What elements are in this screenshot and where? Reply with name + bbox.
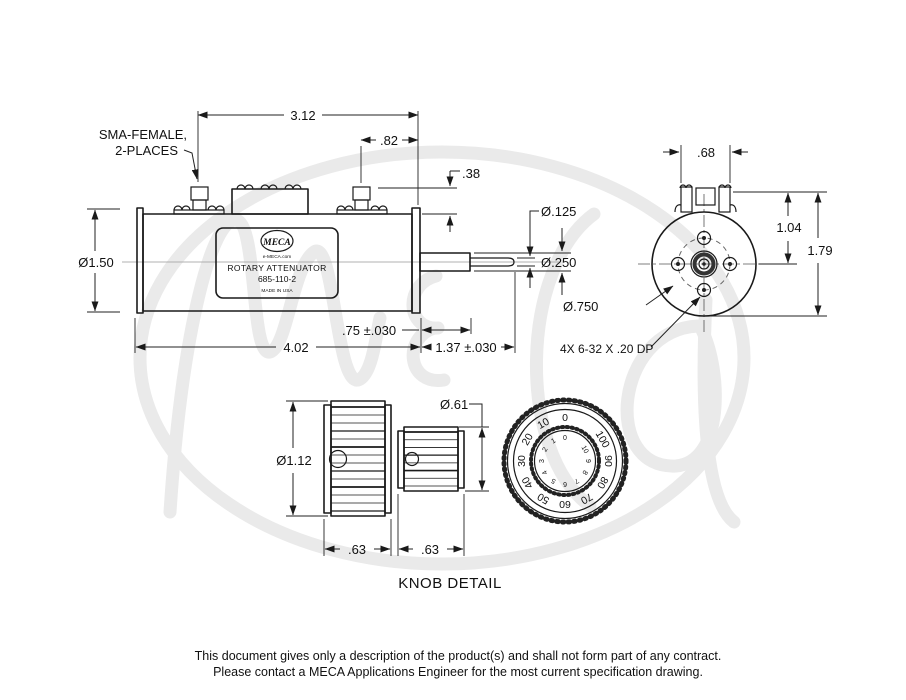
nameplate-model: 685-110-2 xyxy=(258,274,296,284)
dim-text-125: Ø.125 xyxy=(541,204,576,219)
dim-text-1-12: Ø1.12 xyxy=(276,453,311,468)
nameplate-product: ROTARY ATTENUATOR xyxy=(227,263,326,273)
dial-inner-label: 10 xyxy=(580,445,590,455)
dim-text-1-79: 1.79 xyxy=(807,243,832,258)
dim-small-knob-length: .63 xyxy=(397,494,465,557)
nameplate-origin: MADE IN USA xyxy=(261,288,293,294)
dim-text-1-04: 1.04 xyxy=(776,220,801,235)
dim-overall-top: 3.12 xyxy=(197,108,419,205)
left-flange xyxy=(136,207,144,314)
dial-outer-label: 50 xyxy=(535,490,551,506)
meca-watermark-logo xyxy=(133,145,751,571)
nameplate: MECA e-MECA.com ROTARY ATTENUATOR 685-11… xyxy=(215,227,339,299)
dial-outer-label: 30 xyxy=(516,455,528,467)
dim-small-knob-diameter: Ø.61 xyxy=(440,397,489,492)
dim-body-diameter: Ø1.50 xyxy=(78,208,120,313)
dial-outer-label: 0 xyxy=(562,412,568,424)
rotary-shaft xyxy=(419,252,515,272)
small-knob-knurl xyxy=(404,431,458,487)
dial-inner-label: 7 xyxy=(573,476,580,484)
dial-outer-label: 90 xyxy=(602,455,614,467)
footer-line1: This document gives only a description o… xyxy=(195,649,722,663)
dial-inner-label: 9 xyxy=(584,459,591,463)
dim-bolt-circle: Ø.750 xyxy=(563,285,674,314)
dim-text-61: Ø.61 xyxy=(440,397,468,412)
dim-text-68: .68 xyxy=(697,145,715,160)
knob-detail-title: KNOB DETAIL xyxy=(398,575,502,592)
large-knob-knurl xyxy=(331,406,385,512)
top-center-block xyxy=(231,184,309,215)
sma-callout-line2: 2-PLACES xyxy=(115,143,178,158)
sma-connector-right xyxy=(336,186,388,215)
dim-text-250: Ø.250 xyxy=(541,255,576,270)
large-knob xyxy=(323,400,392,517)
dim-text-tap: 4X 6-32 X .20 DP xyxy=(560,342,653,356)
dial-outer-label: 20 xyxy=(520,431,536,447)
end-sma-connector xyxy=(674,184,737,213)
footer-disclaimer: This document gives only a description o… xyxy=(195,649,722,679)
sma-callout-leader xyxy=(183,149,199,180)
dim-sma-offset: .82 xyxy=(360,133,419,183)
end-view: .68 1.04 1.79 Ø.750 4X 6-32 X .20 DP xyxy=(560,145,833,356)
dial-outer-label: 80 xyxy=(594,474,610,490)
center-shaft-end xyxy=(690,250,718,278)
large-knob-setscrew xyxy=(328,449,348,469)
dim-text-1-50: Ø1.50 xyxy=(78,255,113,270)
small-knob xyxy=(397,426,465,492)
dial-outer-label: 40 xyxy=(520,474,536,490)
sma-callout: SMA-FEMALE, 2-PLACES xyxy=(99,127,199,180)
dial-inner-label: 0 xyxy=(563,435,567,442)
dim-text-82: .82 xyxy=(380,133,398,148)
dim-text-1-37: 1.37 ±.030 xyxy=(435,340,496,355)
dial-inner-label: 2 xyxy=(542,446,550,453)
dim-bushing-length: .75 ±.030 xyxy=(342,318,472,338)
dial-inner-knurl xyxy=(529,425,601,497)
dim-tip-diameter: Ø.125 xyxy=(517,204,576,288)
dim-shaft-center: 1.04 xyxy=(733,191,827,265)
dim-large-knob-diameter: Ø1.12 xyxy=(276,400,328,517)
dim-overall-height: 1.79 xyxy=(710,192,833,317)
dim-tap-callout: 4X 6-32 X .20 DP xyxy=(560,296,701,356)
dial-outer-label: 70 xyxy=(578,490,594,506)
dim-shaft-length: 1.37 ±.030 xyxy=(421,272,516,355)
dial-inner-label: 5 xyxy=(550,476,557,484)
dial-inner-label: 6 xyxy=(563,480,567,487)
dim-text-3-12: 3.12 xyxy=(290,108,315,123)
dim-text-4-02: 4.02 xyxy=(283,340,308,355)
dial-inner-label: 3 xyxy=(539,459,546,463)
nameplate-website: e-MECA.com xyxy=(263,254,292,260)
dim-text-750: Ø.750 xyxy=(563,299,598,314)
small-knob-setscrew xyxy=(404,451,420,467)
sma-callout-line1: SMA-FEMALE, xyxy=(99,127,187,142)
dim-text-75: .75 ±.030 xyxy=(342,323,396,338)
side-view: MECA e-MECA.com ROTARY ATTENUATOR 685-11… xyxy=(78,108,576,355)
dial-inner-label: 1 xyxy=(550,437,557,445)
dim-text-63L: .63 xyxy=(348,542,366,557)
dial-outer-knurl xyxy=(501,397,629,525)
nameplate-logo: MECA xyxy=(262,238,290,248)
end-flange-circle xyxy=(651,211,757,317)
knob-detail: Ø1.12 Ø.61 .63 .63 xyxy=(276,397,629,592)
sma-connector-left xyxy=(173,186,225,215)
dial-outer-label: 60 xyxy=(559,498,571,510)
footer-line2: Please contact a MECA Applications Engin… xyxy=(213,665,703,679)
dim-sma-height: .38 xyxy=(378,166,480,232)
dial-inner-label: 8 xyxy=(580,469,588,476)
dim-large-knob-length: .63 xyxy=(323,519,392,557)
dial-inner-label: 4 xyxy=(541,469,549,476)
dim-text-38: .38 xyxy=(462,166,480,181)
mounting-holes xyxy=(670,230,738,298)
dim-text-63S: .63 xyxy=(421,542,439,557)
dim-connector-width: .68 xyxy=(663,145,748,183)
dial-outer-label: 10 xyxy=(535,416,551,432)
dim-shaft-diameter: Ø.250 xyxy=(474,228,576,295)
dim-overall-length: 4.02 xyxy=(134,318,422,355)
